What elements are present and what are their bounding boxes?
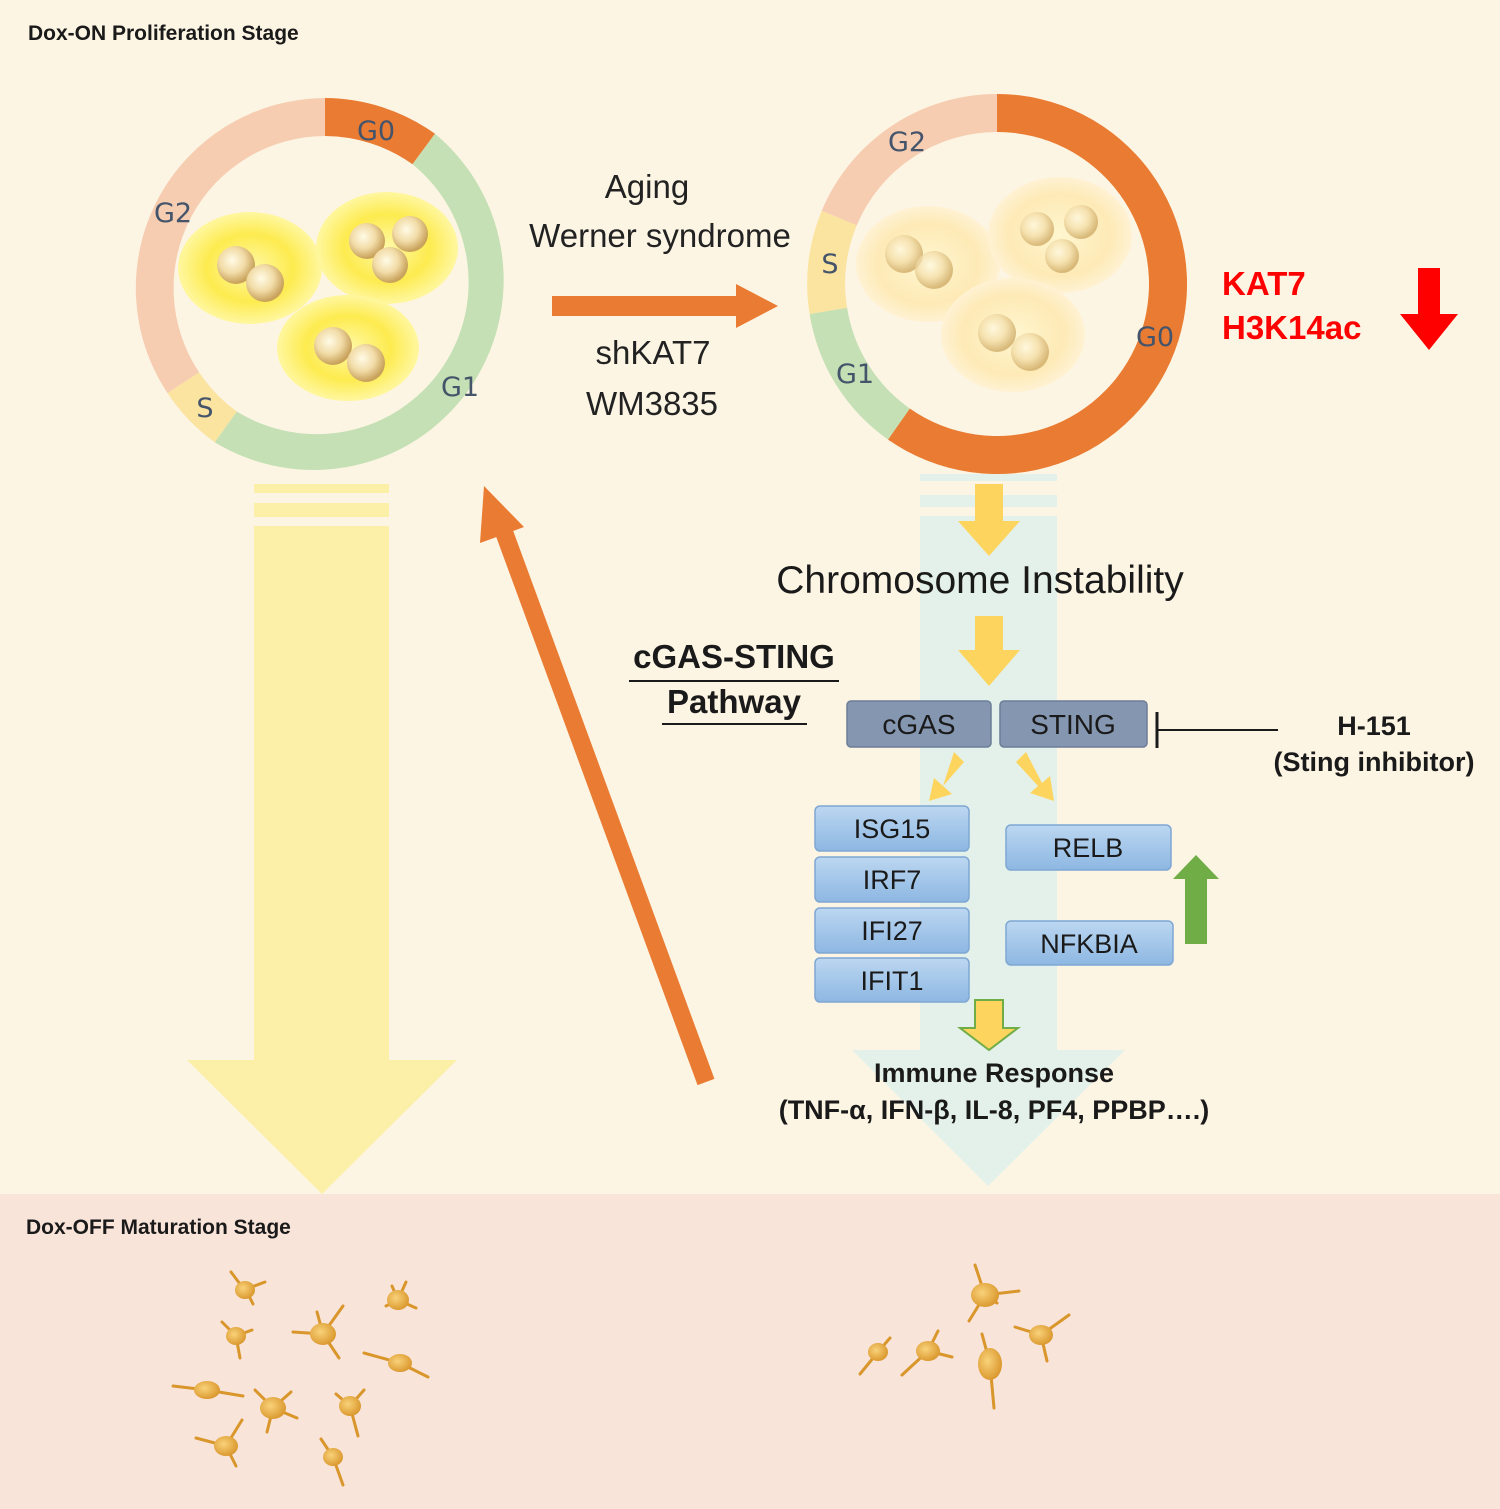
cell bbox=[316, 192, 458, 304]
isg-gene-box: ISG15 bbox=[814, 805, 970, 852]
g0-label: G0 bbox=[1136, 322, 1174, 353]
arrow-to-isg-genes bbox=[929, 752, 964, 801]
isg-gene-box: IFIT1 bbox=[814, 957, 970, 1003]
cgas-label: cGAS bbox=[882, 709, 955, 740]
arrow-to-nfkb-genes bbox=[1016, 752, 1054, 801]
down-arrow-to-sensors bbox=[958, 616, 1020, 686]
shkat7-label: shKAT7 bbox=[596, 334, 711, 371]
wm3835-label: WM3835 bbox=[586, 385, 718, 422]
proliferating-cells bbox=[178, 192, 458, 401]
g0-label: G0 bbox=[357, 116, 395, 147]
pathway-title-line1: cGAS-STING bbox=[633, 638, 835, 675]
relb-box: RELB bbox=[1005, 824, 1172, 871]
aging-label: Aging bbox=[605, 168, 689, 205]
mature-neurons-left bbox=[171, 1270, 430, 1487]
maturation-stage-label: Dox-OFF Maturation Stage bbox=[26, 1216, 291, 1239]
increase-arrow bbox=[1173, 855, 1219, 944]
cell bbox=[988, 177, 1132, 293]
neuron bbox=[171, 1381, 245, 1399]
cell bbox=[277, 295, 419, 401]
s-segment bbox=[807, 210, 857, 314]
aging-transition-arrow bbox=[552, 284, 778, 328]
g0-segment bbox=[325, 98, 435, 165]
cell-cycle-ring-right: G0 G1 S G2 bbox=[807, 94, 1188, 475]
pathway-title-line2: Pathway bbox=[667, 683, 802, 720]
neuron bbox=[384, 1280, 418, 1310]
neuron bbox=[253, 1388, 299, 1434]
s-label: S bbox=[821, 249, 838, 280]
cytokine-list: (TNF-α, IFN-β, IL-8, PF4, PPBP….) bbox=[779, 1095, 1210, 1125]
mature-neurons-right bbox=[858, 1263, 1071, 1410]
neuron bbox=[978, 1332, 1002, 1410]
neuron bbox=[858, 1336, 892, 1376]
isg-gene-box: IFI27 bbox=[814, 907, 970, 954]
s-label: S bbox=[196, 393, 213, 424]
neuron bbox=[967, 1263, 1021, 1323]
cell bbox=[178, 212, 322, 324]
arrow-to-immune-response bbox=[957, 999, 1021, 1052]
cell bbox=[856, 206, 1000, 322]
relb-label: RELB bbox=[1053, 833, 1124, 863]
cell bbox=[941, 278, 1085, 392]
nfkbia-box: NFKBIA bbox=[1005, 920, 1174, 966]
kat7-label: KAT7 bbox=[1222, 265, 1306, 302]
sting-inhibition-line bbox=[1155, 712, 1278, 748]
maturation-background bbox=[0, 1194, 1500, 1509]
neuron bbox=[194, 1418, 244, 1468]
neuron bbox=[334, 1388, 366, 1438]
neuron bbox=[1013, 1313, 1071, 1363]
immune-response-title: Immune Response bbox=[874, 1058, 1114, 1088]
sting-box: STING bbox=[999, 700, 1148, 748]
ifi27-label: IFI27 bbox=[861, 916, 923, 946]
nfkbia-label: NFKBIA bbox=[1040, 929, 1138, 959]
werner-syndrome-label: Werner syndrome bbox=[529, 217, 791, 254]
pathway-backdrop-arrow bbox=[852, 474, 1125, 1186]
g1-label: G1 bbox=[836, 359, 874, 390]
neuron bbox=[229, 1270, 267, 1306]
g2-segment bbox=[135, 98, 325, 394]
feedback-arrow bbox=[480, 486, 715, 1086]
sting-inhibitor-label: (Sting inhibitor) bbox=[1274, 747, 1475, 777]
proliferation-background bbox=[0, 0, 1500, 1194]
neuron bbox=[291, 1304, 345, 1360]
neuron bbox=[362, 1351, 430, 1379]
g1-label: G1 bbox=[441, 372, 479, 403]
g2-label: G2 bbox=[888, 127, 926, 158]
isg-gene-box: IRF7 bbox=[814, 856, 970, 903]
g1-segment bbox=[214, 133, 504, 471]
maturation-arrow bbox=[187, 484, 457, 1194]
decrease-arrow bbox=[1400, 268, 1458, 350]
neuron bbox=[319, 1437, 345, 1487]
cell-cycle-ring-left: G0 G1 S G2 bbox=[135, 98, 504, 471]
h3k14ac-label: H3K14ac bbox=[1222, 309, 1361, 346]
cgas-box: cGAS bbox=[846, 700, 992, 748]
g2-segment bbox=[821, 94, 997, 226]
s-segment bbox=[167, 372, 237, 443]
neuron bbox=[900, 1329, 954, 1377]
neuron bbox=[220, 1320, 254, 1360]
chromosome-instability-label: Chromosome Instability bbox=[776, 559, 1184, 602]
h151-label: H-151 bbox=[1337, 711, 1411, 741]
g2-label: G2 bbox=[154, 198, 192, 229]
irf7-label: IRF7 bbox=[863, 865, 922, 895]
senescent-cells bbox=[856, 177, 1132, 392]
proliferation-stage-label: Dox-ON Proliferation Stage bbox=[28, 22, 299, 45]
isg15-label: ISG15 bbox=[854, 814, 931, 844]
ifit1-label: IFIT1 bbox=[860, 966, 923, 996]
sting-label: STING bbox=[1030, 709, 1116, 740]
down-arrow-to-instability bbox=[958, 484, 1020, 556]
g1-segment bbox=[809, 307, 910, 440]
g0-segment bbox=[888, 94, 1188, 475]
